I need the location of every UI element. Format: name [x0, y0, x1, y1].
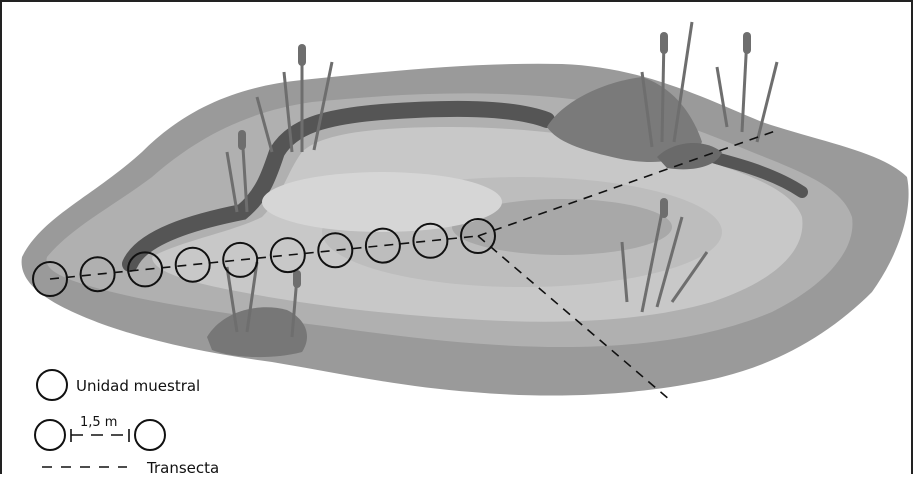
sample-unit-circle-icon	[37, 370, 67, 400]
legend-sample-unit-label: Unidad muestral	[76, 377, 200, 395]
legend-distance-label: 1,5 m	[80, 415, 117, 430]
legend: Unidad muestral 1,5 m Transecta	[35, 370, 219, 474]
legend-transect-label: Transecta	[146, 459, 219, 474]
sample-unit-circle-icon-b	[135, 420, 165, 450]
sample-unit-circle-icon-a	[35, 420, 65, 450]
